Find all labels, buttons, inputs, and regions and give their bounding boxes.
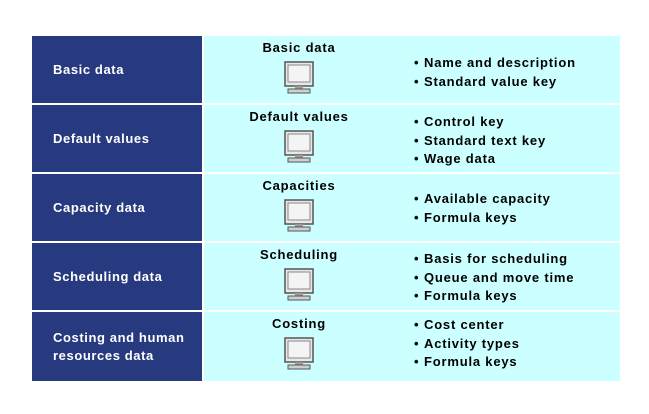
table-row-default-values: Default values Default values •Control k… [32,105,620,172]
row-label: Basic data [32,36,202,103]
bullet-list: •Name and description •Standard value ke… [414,54,576,91]
monitor-icon [284,199,314,232]
list-item: •Cost center [414,317,505,332]
row-body: Scheduling •Basis for scheduling •Queue … [204,243,620,310]
table-row-basic-data: Basic data Basic data •Name and descript… [32,36,620,103]
row-body: Costing •Cost center •Activity types •Fo… [204,312,620,381]
list-item: •Activity types [414,335,520,351]
row-label: Scheduling data [32,243,202,310]
bullet-list: •Control key •Standard text key •Wage da… [414,113,546,169]
bullet-list: •Basis for scheduling •Queue and move ti… [414,250,574,306]
row-body: Default values •Control key •Standard te… [204,105,620,172]
screen-title: Capacities [262,178,336,193]
list-item: •Control key [414,114,505,129]
list-item: •Queue and move time [414,269,575,285]
row-body: Capacities •Available capacity •Formula … [204,174,620,241]
list-item: •Standard text key [414,132,546,148]
work-center-data-table: Basic data Basic data •Name and descript… [32,36,620,381]
screen-title: Scheduling [259,247,339,262]
list-item: •Basis for scheduling [414,251,568,266]
table-row-capacity-data: Capacity data Capacities •Available capa… [32,174,620,241]
row-body: Basic data •Name and description •Standa… [204,36,620,103]
table-row-scheduling-data: Scheduling data Scheduling •Basis for sc… [32,243,620,310]
screen-title: Basic data [262,40,336,55]
row-label: Costing and human resources data [32,312,202,381]
monitor-icon [284,337,314,370]
monitor-icon [284,268,314,301]
table-row-costing-data: Costing and human resources data Costing… [32,312,620,381]
row-label: Default values [32,105,202,172]
list-item: •Name and description [414,55,576,70]
monitor-icon [284,130,314,163]
row-label: Capacity data [32,174,202,241]
screen-title: Default values [249,109,349,124]
list-item: •Formula keys [414,354,518,369]
list-item: •Formula keys [414,209,518,225]
monitor-icon [284,61,314,94]
list-item: •Available capacity [414,191,551,206]
list-item: •Formula keys [414,288,518,303]
list-item: •Wage data [414,151,496,166]
list-item: •Standard value key [414,73,557,89]
bullet-list: •Cost center •Activity types •Formula ke… [414,316,520,372]
screen-title: Costing [272,316,326,331]
bullet-list: •Available capacity •Formula keys [414,190,551,227]
